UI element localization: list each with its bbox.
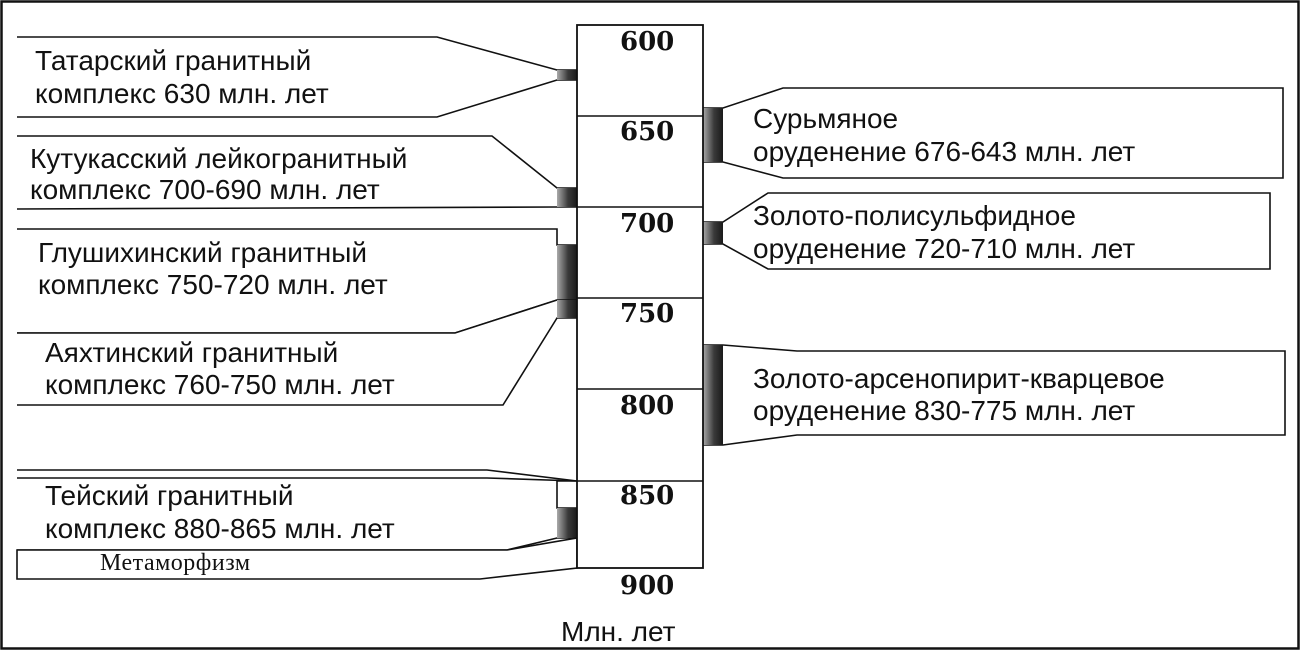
- callout-tei: Тейский гранитный комплекс 880-865 млн. …: [17, 469, 578, 551]
- callout-tatar: Татарский гранитный комплекс 630 млн. ле…: [17, 36, 578, 118]
- callout-tei-line-2: комплекс 880-865 млн. лет: [45, 513, 395, 544]
- age-bar-gold-arsenopyrite: [703, 345, 723, 445]
- callout-kutukas: Кутукасский лейкогранитный комплекс 700-…: [16, 135, 578, 210]
- age-bar-gold-polysulfide: [703, 222, 723, 244]
- callout-tei-line-1: Тейский гранитный: [45, 480, 294, 511]
- scale-tick-700: 700: [620, 209, 674, 239]
- callout-ayakhta: Аяхтинский гранитный комплекс 760-750 мл…: [17, 299, 578, 406]
- age-bar-ayakhta: [557, 300, 577, 318]
- age-bar-kutukas: [557, 188, 577, 207]
- callout-kutukas-line-2: комплекс 700-690 млн. лет: [30, 174, 380, 205]
- callout-gold-arsenopyrite-line-2: оруденение 830-775 млн. лет: [753, 395, 1135, 426]
- scale-tick-800: 800: [620, 391, 674, 421]
- callout-gold-polysulfide-line-1: Золото-полисульфидное: [753, 200, 1076, 231]
- callout-ayakhta-line-1: Аяхтинский гранитный: [45, 337, 338, 368]
- callout-glushikha-line-2: комплекс 750-720 млн. лет: [38, 269, 388, 300]
- age-bar-glushikha: [557, 245, 577, 300]
- callout-glushikha-line-1: Глушихинский гранитный: [38, 237, 367, 268]
- scale-tick-900: 900: [620, 571, 674, 601]
- callout-antimony: Сурьмяное оруденение 676-643 млн. лет: [703, 87, 1284, 179]
- callout-gold-arsenopyrite: Золото-арсенопирит-кварцевое оруденение …: [703, 344, 1286, 446]
- age-bar-tei: [557, 508, 577, 538]
- callout-gold-polysulfide-line-2: оруденение 720-710 млн. лет: [753, 233, 1135, 264]
- callout-gold-arsenopyrite-line-1: Золото-арсенопирит-кварцевое: [753, 363, 1165, 394]
- scale-tick-650: 650: [620, 117, 674, 147]
- callout-tatar-line-2: комплекс 630 млн. лет: [35, 78, 329, 109]
- scale-tick-600: 600: [620, 27, 674, 57]
- age-bar-antimony: [703, 108, 723, 162]
- age-bar-tatar: [557, 70, 577, 80]
- callout-metamorphism-label: Метаморфизм: [100, 550, 251, 576]
- scale-unit-label: Млн. лет: [561, 616, 676, 647]
- scale-tick-750: 750: [620, 299, 674, 329]
- scale-tick-850: 850: [620, 481, 674, 511]
- callout-glushikha: Глушихинский гранитный комплекс 750-720 …: [17, 228, 578, 334]
- time-scale: 600 650 700 750 800 850 900: [576, 24, 704, 601]
- callout-kutukas-line-1: Кутукасский лейкогранитный: [30, 143, 407, 174]
- callout-tatar-line-1: Татарский гранитный: [35, 45, 311, 76]
- callout-ayakhta-line-2: комплекс 760-750 млн. лет: [45, 369, 395, 400]
- callout-gold-polysulfide: Золото-полисульфидное оруденение 720-710…: [703, 192, 1271, 270]
- callout-antimony-line-1: Сурьмяное: [753, 103, 898, 134]
- callout-antimony-line-2: оруденение 676-643 млн. лет: [753, 136, 1135, 167]
